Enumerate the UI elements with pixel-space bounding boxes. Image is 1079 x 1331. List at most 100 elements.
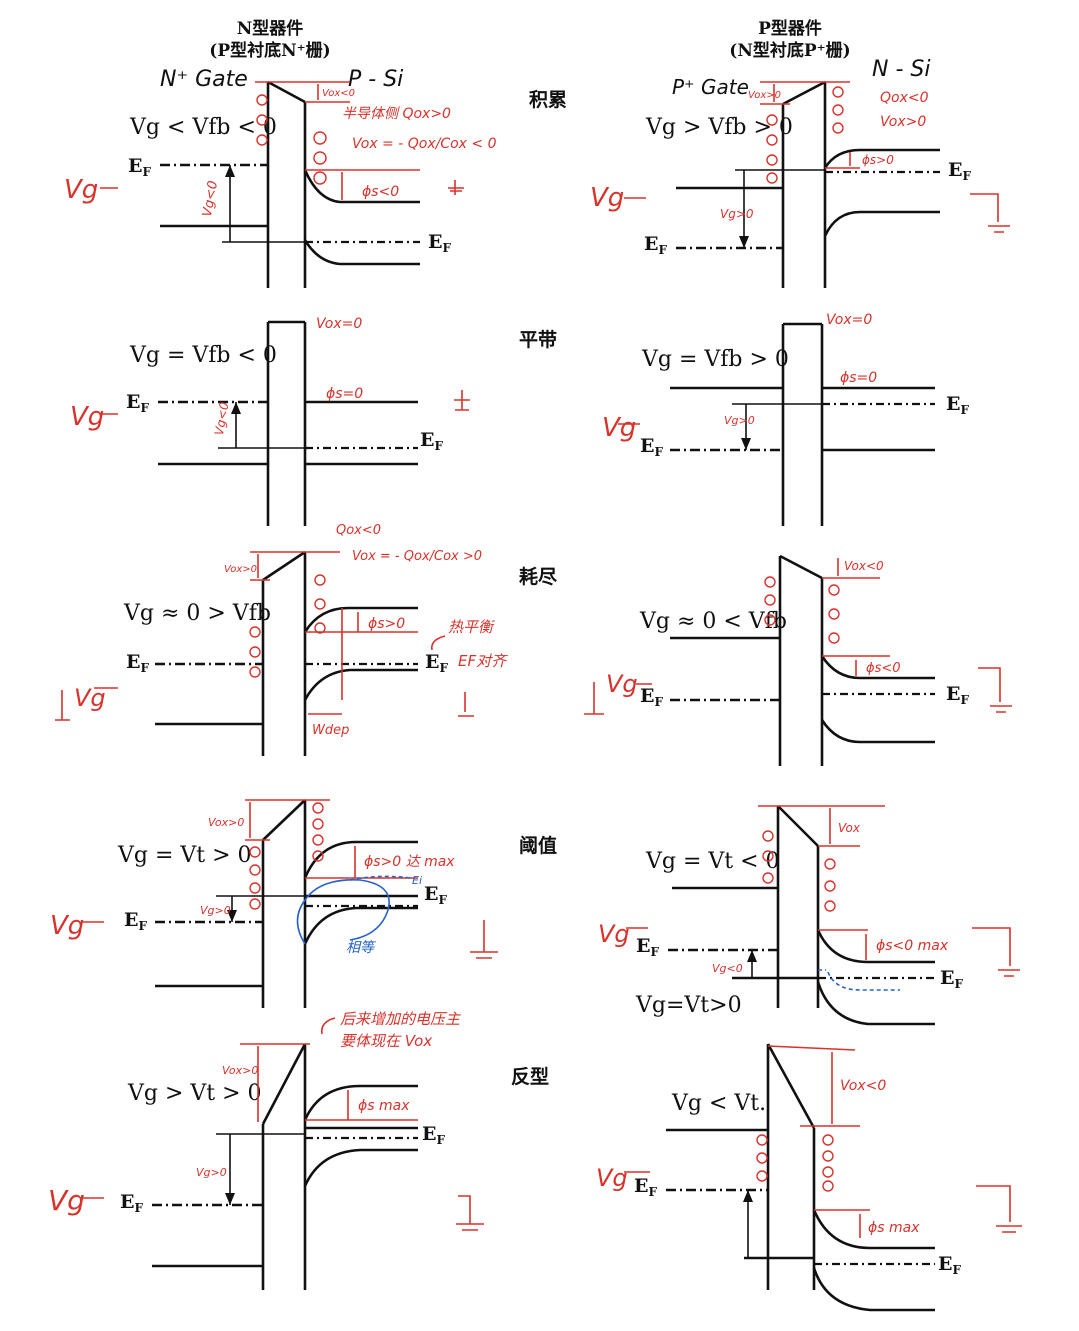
right-dep-vox: Vox<0 <box>844 559 884 573</box>
right-depletion-diagram: EF EF Vg ≈ 0 < Vfb Vox<0 ϕs<0 Vg <box>584 554 1012 766</box>
right-inv-ef-sub: EF <box>938 1253 961 1277</box>
right-dep-ef-sub: EF <box>946 683 969 707</box>
right-acc-ef-gate: EF <box>644 233 667 257</box>
left-dep-vox-small: Vox>0 <box>224 564 257 575</box>
left-acc-vox: Vox = - Qox/Cox < 0 <box>352 136 497 152</box>
left-dep-wdep: Wdep <box>312 723 349 738</box>
right-fb-phis: ϕs=0 <box>840 370 877 386</box>
left-gate-label: N⁺ Gate <box>160 67 248 92</box>
left-th-ef-gate: EF <box>124 909 147 933</box>
left-fb-ef-gate: EF <box>126 391 149 415</box>
right-acc-vg-small: Vg>0 <box>720 207 754 221</box>
left-acc-equation: Vg < Vfb < 0 <box>129 115 277 140</box>
left-acc-vg: Vg <box>64 175 98 205</box>
left-fb-vg: Vg <box>70 402 104 432</box>
right-fb-vox: Vox=0 <box>826 312 872 328</box>
left-fb-phis: ϕs=0 <box>326 386 363 402</box>
left-acc-ef-sub: EF <box>428 231 451 255</box>
right-acc-vox-small: Vox>0 <box>748 90 781 101</box>
right-th-vox: Vox <box>838 821 861 835</box>
left-fb-equation: Vg = Vfb < 0 <box>129 343 277 368</box>
stage-inversion: 反型 <box>511 1065 549 1088</box>
right-threshold-diagram: EF EF Vg = Vt < 0 Vg=Vt>0 Vox ϕs<0 max V… <box>598 805 1020 1026</box>
right-fb-equation: Vg = Vfb > 0 <box>641 347 789 372</box>
left-th-ei: Ei <box>412 874 422 887</box>
left-acc-vg-small: Vg<0 <box>200 180 221 218</box>
left-fb-ef-sub: EF <box>420 429 443 453</box>
left-accumulation-diagram: EF EF Vg < Vfb < 0 Vox<0 半导体侧 Qox>0 Vox … <box>64 80 497 288</box>
left-inv-vg-small: Vg>0 <box>196 1166 227 1179</box>
left-fb-vox: Vox=0 <box>316 316 362 332</box>
left-th-vg-small: Vg>0 <box>200 904 231 917</box>
right-th-ef-sub: EF <box>940 967 963 991</box>
left-threshold-diagram: EF EF Vg = Vt > 0 Vox>0 ϕs>0 达 max Vg>0 … <box>50 799 498 1008</box>
right-dep-vg: Vg <box>606 670 638 698</box>
right-inversion-diagram: EF EF Vg < Vt. Vox<0 ϕs max Vg <box>596 1043 1022 1312</box>
left-depletion-diagram: EF EF Vg ≈ 0 > Vfb Vox>0 Qox<0 Vox = - Q… <box>55 523 508 756</box>
left-dep-phis: ϕs>0 <box>368 616 405 632</box>
left-device-subtitle: (P型衬底N⁺栅) <box>209 40 330 61</box>
right-dep-equation: Vg ≈ 0 < Vfb <box>639 609 787 634</box>
right-acc-vg: Vg <box>590 183 624 213</box>
left-dep-note2: EF对齐 <box>458 652 508 670</box>
right-fb-vg-small: Vg>0 <box>724 414 755 427</box>
left-th-phis: ϕs>0 达 max <box>364 854 455 870</box>
left-dep-ef-sub: EF <box>425 651 448 675</box>
right-inv-vg: Vg <box>596 1164 628 1192</box>
right-th-phis: ϕs<0 max <box>876 938 949 954</box>
right-device-title: P型器件 <box>758 18 822 39</box>
left-inv-vox: Vox>0 <box>222 1064 258 1077</box>
left-acc-vox-small: Vox<0 <box>322 88 355 99</box>
left-dep-ef-gate: EF <box>126 651 149 675</box>
right-dep-ef-gate: EF <box>640 685 663 709</box>
right-fb-vg: Vg <box>602 413 636 443</box>
right-th-extra-equation: Vg=Vt>0 <box>635 993 742 1018</box>
left-dep-note1: 热平衡 <box>448 618 495 636</box>
right-gate-label: P⁺ Gate <box>672 75 749 99</box>
left-inv-vg: Vg <box>48 1184 85 1217</box>
right-fb-ef-sub: EF <box>946 393 969 417</box>
right-th-vg: Vg <box>598 920 630 948</box>
right-device-subtitle: (N型衬底P⁺栅) <box>729 40 850 61</box>
right-inv-equation: Vg < Vt. <box>671 1091 766 1116</box>
right-th-equation: Vg = Vt < 0 <box>645 849 780 874</box>
left-fb-vg-small: Vg<0 <box>212 401 232 437</box>
right-accumulation-diagram: EF EF Vg > Vfb > 0 Vox>0 Qox<0 Vox>0 ϕs>… <box>590 80 1010 288</box>
left-th-vg: Vg <box>50 911 84 941</box>
right-fb-ef-gate: EF <box>640 435 663 459</box>
right-th-vg-small: Vg<0 <box>712 962 743 975</box>
left-inv-phis: ϕs max <box>358 1098 410 1114</box>
left-flatband-diagram: EF EF Vg = Vfb < 0 Vox=0 ϕs=0 Vg<0 Vg <box>70 316 470 526</box>
right-acc-equation: Vg > Vfb > 0 <box>645 115 793 140</box>
left-dep-equation: Vg ≈ 0 > Vfb <box>123 601 271 626</box>
left-inversion-diagram: EF EF Vg > Vt > 0 Vox>0 ϕs max 后来增加的电压主 … <box>48 1010 484 1290</box>
left-inv-ef-sub: EF <box>422 1123 445 1147</box>
stage-depletion: 耗尽 <box>519 566 558 588</box>
stage-flatband: 平带 <box>519 329 557 351</box>
left-th-equation: Vg = Vt > 0 <box>117 843 252 868</box>
left-dep-vox: Vox = - Qox/Cox >0 <box>352 549 482 564</box>
right-flatband-diagram: EF EF Vg = Vfb > 0 Vox=0 ϕs=0 Vg>0 Vg <box>602 312 969 526</box>
right-inv-ef-gate: EF <box>634 1175 657 1199</box>
right-inv-phis: ϕs max <box>868 1220 920 1236</box>
left-device-title: N型器件 <box>237 18 304 39</box>
left-inv-note2: 要体现在 Vox <box>340 1032 432 1050</box>
right-acc-vox: Vox>0 <box>880 114 926 130</box>
left-substrate-label: P - Si <box>348 67 403 92</box>
left-dep-qox: Qox<0 <box>336 523 381 538</box>
left-th-equal-note: 相等 <box>346 940 376 956</box>
right-th-ef-gate: EF <box>636 935 659 959</box>
left-acc-phis: ϕs<0 <box>362 184 399 200</box>
left-acc-qox: 半导体侧 Qox>0 <box>342 106 451 122</box>
left-inv-note1: 后来增加的电压主 <box>340 1010 461 1028</box>
stage-threshold: 阈值 <box>519 834 557 857</box>
right-acc-phis: ϕs>0 <box>862 153 894 167</box>
left-th-vox: Vox>0 <box>208 816 244 829</box>
right-substrate-label: N - Si <box>872 57 930 82</box>
left-th-ef-sub: EF <box>424 883 447 907</box>
right-inv-vox: Vox<0 <box>840 1078 886 1094</box>
left-inv-ef-gate: EF <box>120 1191 143 1215</box>
right-acc-ef-sub: EF <box>948 159 971 183</box>
right-dep-phis: ϕs<0 <box>866 661 901 676</box>
